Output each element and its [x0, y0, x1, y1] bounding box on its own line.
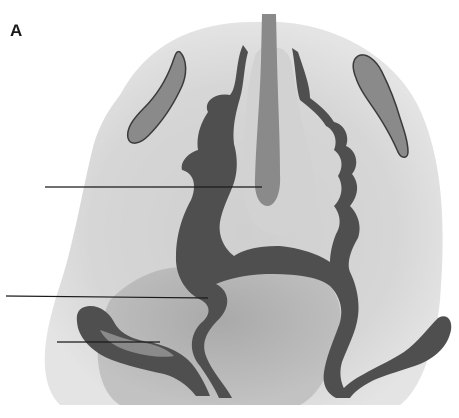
panel-label: A — [10, 22, 22, 39]
